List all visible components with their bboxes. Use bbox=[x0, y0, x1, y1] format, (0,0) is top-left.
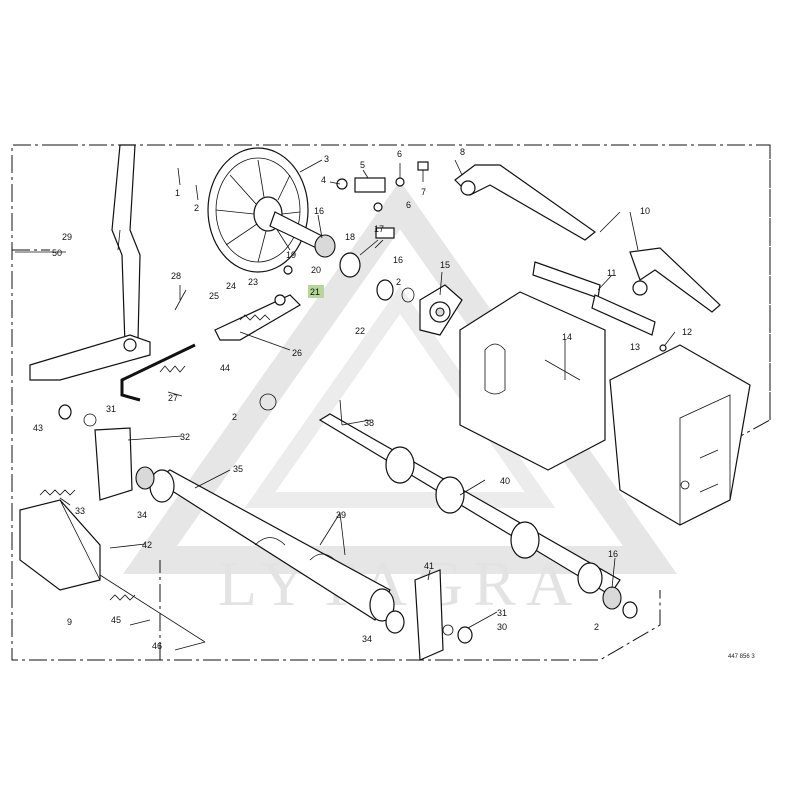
callout-9: 9 bbox=[67, 617, 72, 627]
callout-18: 18 bbox=[345, 232, 355, 242]
callout-32: 32 bbox=[180, 432, 190, 442]
pulley-wheel bbox=[207, 147, 309, 273]
callout-39: 39 bbox=[336, 510, 346, 520]
callout-23: 23 bbox=[248, 277, 258, 287]
callout-24: 24 bbox=[226, 281, 236, 291]
callout-26: 26 bbox=[292, 348, 302, 358]
callout-2: 2 bbox=[594, 622, 599, 632]
bearing-bracket bbox=[376, 279, 463, 336]
callout-34: 34 bbox=[362, 634, 372, 644]
callout-14: 14 bbox=[562, 332, 572, 342]
roller-right bbox=[318, 399, 638, 619]
callout-21-highlighted: 21 bbox=[310, 287, 320, 297]
callout-31: 31 bbox=[497, 608, 507, 618]
callout-25: 25 bbox=[209, 291, 219, 301]
callout-28: 28 bbox=[171, 271, 181, 281]
callout-labels: 1 2 3 4 5 6 6 7 8 10 11 12 13 14 15 16 1… bbox=[33, 147, 692, 651]
callout-16: 16 bbox=[393, 255, 403, 265]
callout-50: 50 bbox=[52, 248, 62, 258]
callout-5: 5 bbox=[360, 160, 365, 170]
callout-35: 35 bbox=[233, 464, 243, 474]
callout-6: 6 bbox=[406, 200, 411, 210]
reference-code: 447 856 3 bbox=[728, 654, 755, 660]
toothed-bars bbox=[454, 164, 721, 352]
callout-16: 16 bbox=[314, 206, 324, 216]
spring-bracket bbox=[174, 265, 301, 341]
callout-1: 1 bbox=[175, 188, 180, 198]
top-fasteners bbox=[336, 161, 429, 256]
callout-42: 42 bbox=[142, 540, 152, 550]
callout-4: 4 bbox=[321, 175, 326, 185]
callout-10: 10 bbox=[640, 206, 650, 216]
callout-7: 7 bbox=[421, 187, 426, 197]
callout-13: 13 bbox=[630, 342, 640, 352]
callout-29: 29 bbox=[62, 232, 72, 242]
callout-31: 31 bbox=[106, 404, 116, 414]
callout-33: 33 bbox=[75, 506, 85, 516]
callout-3: 3 bbox=[324, 154, 329, 164]
callout-45: 45 bbox=[111, 615, 121, 625]
callout-11: 11 bbox=[607, 268, 616, 278]
leader-lines bbox=[15, 159, 676, 629]
callout-17: 17 bbox=[374, 224, 384, 234]
callout-8: 8 bbox=[460, 147, 465, 157]
callout-27: 27 bbox=[168, 393, 178, 403]
callout-19: 19 bbox=[286, 250, 296, 260]
highlight-marker bbox=[308, 285, 324, 298]
callout-30: 30 bbox=[497, 622, 507, 632]
side-plates bbox=[19, 393, 473, 661]
gear-housing bbox=[459, 291, 751, 526]
callout-46: 46 bbox=[152, 641, 162, 651]
callout-6: 6 bbox=[397, 149, 402, 159]
l-rod bbox=[120, 343, 196, 402]
callout-40: 40 bbox=[500, 476, 510, 486]
watermark-text: LYTAGRA bbox=[218, 548, 582, 619]
callout-2: 2 bbox=[194, 203, 199, 213]
callout-15: 15 bbox=[440, 260, 450, 270]
callout-38: 38 bbox=[364, 418, 374, 428]
callout-20: 20 bbox=[311, 265, 321, 275]
callout-22: 22 bbox=[355, 326, 365, 336]
callout-44: 44 bbox=[220, 363, 230, 373]
callout-34: 34 bbox=[137, 510, 147, 520]
lever-arm bbox=[29, 144, 151, 381]
callout-43: 43 bbox=[33, 423, 43, 433]
callout-41: 41 bbox=[424, 561, 434, 571]
callout-16: 16 bbox=[608, 549, 618, 559]
roller-left bbox=[135, 466, 405, 634]
callout-2: 2 bbox=[232, 412, 237, 422]
callout-12: 12 bbox=[682, 327, 692, 337]
callout-2: 2 bbox=[396, 277, 401, 287]
drive-shaft bbox=[269, 211, 361, 278]
